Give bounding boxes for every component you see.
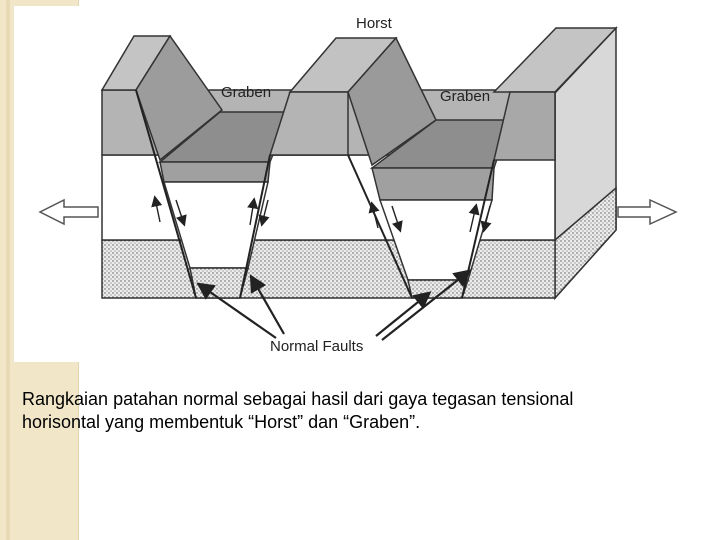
caption: Rangkaian patahan normal sebagai hasil d… <box>22 388 702 434</box>
left-graben-front-bottom <box>189 267 249 299</box>
right-graben-front-upper <box>371 167 495 201</box>
left-extension-arrow <box>38 198 99 226</box>
label-normal-faults: Normal Faults <box>270 338 363 355</box>
normal-fault-pointers <box>196 269 472 341</box>
right-block-front <box>493 91 556 161</box>
horst-graben-diagram: Horst Graben Graben Normal Faults <box>38 15 678 355</box>
left-block-front <box>135 34 224 162</box>
label-horst: Horst <box>356 15 393 32</box>
bottom-layer-front <box>101 239 556 299</box>
label-graben-right: Graben <box>440 88 490 105</box>
diagram-panel: Horst Graben Graben Normal Faults <box>14 6 704 362</box>
left-graben-front-upper <box>159 161 271 183</box>
right-extension-arrow <box>617 198 678 226</box>
label-graben-left: Graben <box>221 84 271 101</box>
caption-line-2: horisontal yang membentuk “Horst” dan “G… <box>22 412 421 432</box>
slip-arrows <box>151 195 492 233</box>
caption-line-1: Rangkaian patahan normal sebagai hasil d… <box>22 389 574 409</box>
